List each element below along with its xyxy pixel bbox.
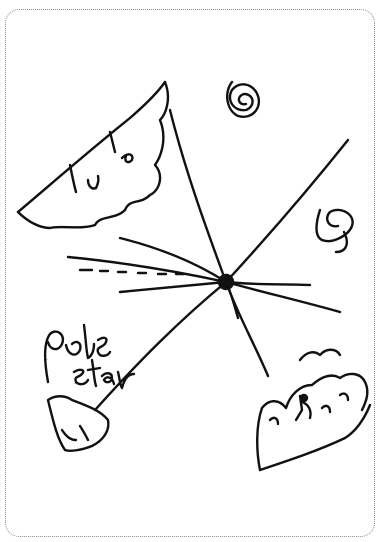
bottom-right-cluster — [257, 350, 370, 470]
pole-star-dot — [219, 275, 233, 289]
star-rays — [68, 110, 348, 410]
ray-right-low — [226, 282, 340, 312]
right-loop — [317, 210, 353, 252]
ray-upper-left — [120, 238, 226, 282]
top-scribble — [227, 82, 259, 117]
caption-line-1: pole — [46, 359, 49, 361]
upper-left-wedge — [18, 82, 168, 228]
ray-left-low — [120, 282, 226, 292]
ray-down-left — [95, 282, 226, 410]
caption: pole star — [45, 325, 134, 388]
